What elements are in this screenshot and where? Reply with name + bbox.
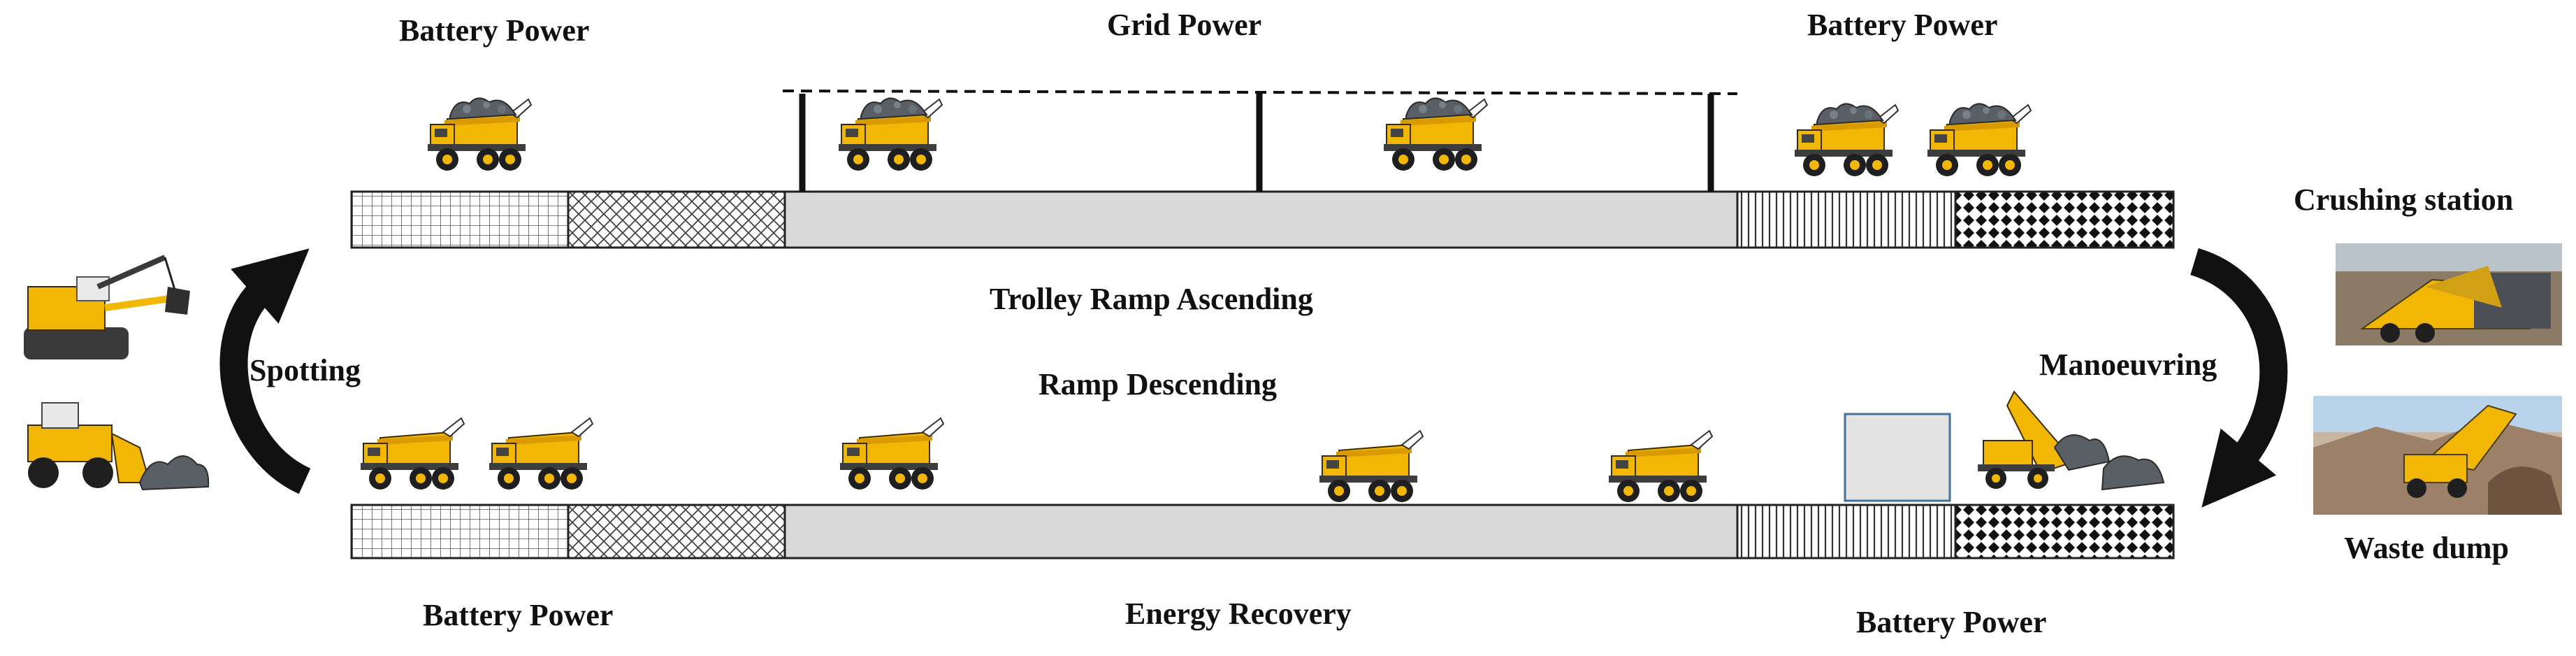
- overhead-wire: [782, 90, 1738, 95]
- label-bottom-right-battery: Battery Power: [1856, 605, 2047, 639]
- bottom-battery-segment-vertical: [1736, 504, 1957, 559]
- label-trolley-ramp-ascending: Trolley Ramp Ascending: [990, 282, 1313, 316]
- truck-empty-icon: [1608, 430, 1713, 503]
- bottom-recovery-segment: [783, 504, 1739, 559]
- manoeuvring-arrow-icon: [2190, 248, 2288, 508]
- bottom-battery-segment-checker: [1954, 504, 2175, 559]
- top-battery-segment-grid: [350, 190, 570, 249]
- label-waste-dump: Waste dump: [2344, 531, 2509, 565]
- bottom-battery-segment-cross: [567, 504, 786, 559]
- label-crushing-station: Crushing station: [2294, 183, 2514, 217]
- label-manoeuvring: Manoeuvring: [2039, 348, 2217, 382]
- truck-loaded-icon: [1927, 104, 2031, 176]
- truck-loaded-icon: [428, 98, 531, 171]
- top-battery-segment-vertical: [1736, 190, 1957, 249]
- bottom-road: [350, 504, 2175, 559]
- truck-empty-icon: [360, 418, 465, 490]
- trolley-line: [782, 90, 1738, 192]
- truck-empty-icon: [1319, 430, 1424, 503]
- spotting-arrow-icon: [219, 248, 311, 494]
- electric-rope-shovel-icon: [24, 255, 190, 359]
- truck-empty-icon: [839, 418, 944, 490]
- crushing-station-photo-icon: [2336, 243, 2562, 345]
- top-battery-segment-cross: [567, 190, 786, 249]
- label-energy-recovery: Energy Recovery: [1125, 597, 1352, 631]
- top-trolley-segment: [783, 190, 1739, 249]
- label-bottom-left-battery: Battery Power: [423, 598, 614, 632]
- wheel-loader-icon: [27, 402, 210, 491]
- dumping-truck-icon: [1978, 390, 2165, 491]
- label-top-right-battery: Battery Power: [1807, 8, 1998, 42]
- label-top-left-battery: Battery Power: [399, 13, 590, 48]
- top-battery-segment-checker: [1954, 190, 2175, 249]
- truck-loaded-icon: [1795, 104, 1898, 176]
- bottom-battery-segment-grid: [350, 504, 570, 559]
- label-ramp-descending: Ramp Descending: [1039, 367, 1278, 401]
- label-spotting: Spotting: [249, 353, 361, 387]
- waste-dump-photo-icon: [2313, 396, 2562, 515]
- truck-loaded-icon: [1384, 98, 1487, 171]
- truck-empty-icon: [489, 418, 593, 490]
- label-grid-power: Grid Power: [1107, 8, 1262, 42]
- dump-bay-box: [1844, 413, 1951, 502]
- truck-loaded-icon: [839, 98, 942, 171]
- top-road: [350, 190, 2175, 249]
